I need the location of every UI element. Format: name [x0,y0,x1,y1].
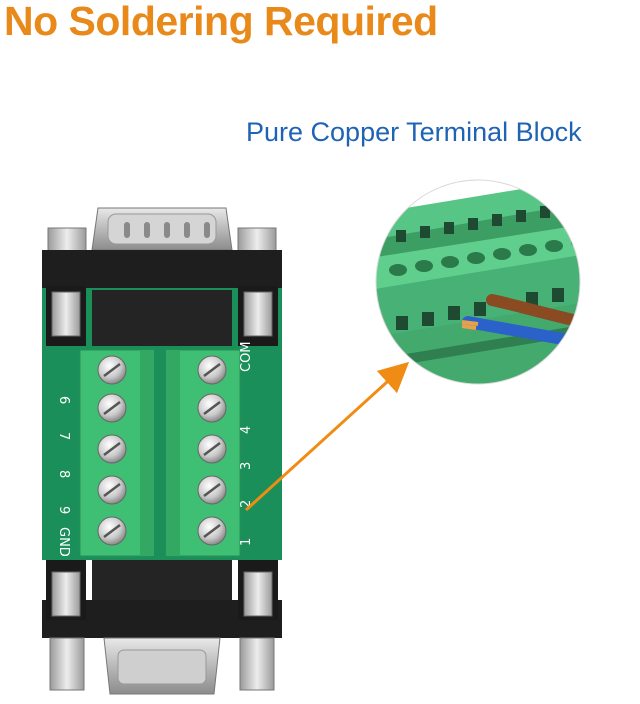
pin-label-right: 1 [239,538,254,546]
headline: No Soldering Required [4,0,438,44]
pin-label-left: 9 [56,506,71,514]
pin-label-right: COM [239,341,254,372]
pin-label-left: 7 [56,432,71,440]
pin-label-left: GND [56,527,71,557]
pin-label-left: 6 [56,396,71,404]
terminal-block-right [165,349,241,557]
subheading: Pure Copper Terminal Block [246,117,582,147]
pin-labels-left: 6 7 8 9 GND [56,396,71,557]
terminal-block-left [79,349,154,557]
pin-label-right: 3 [239,462,254,470]
pin-label-right: 4 [239,426,254,434]
pin-label-right: 2 [239,500,254,508]
pin-labels-right: COM 4 3 2 1 [239,341,254,546]
callout-arrow [244,361,410,512]
zoom-detail [375,179,581,385]
pin-label-left: 8 [56,470,71,478]
